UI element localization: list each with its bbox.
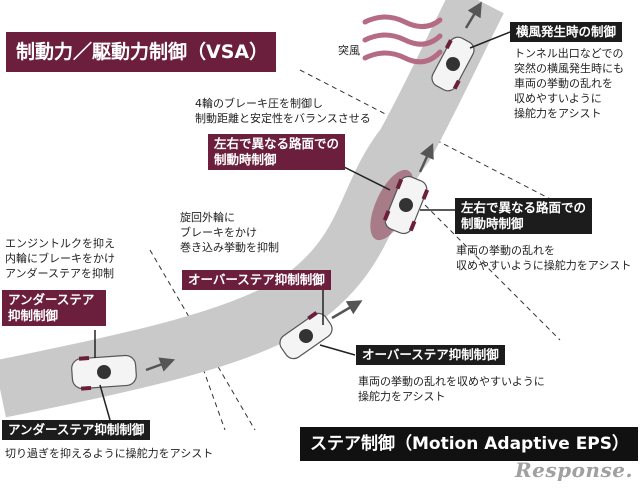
understeer-vsa-note: エンジントルクを抑え 内輪にブレーキをかけ アンダーステアを抑制 bbox=[5, 237, 115, 280]
wind-label: 突風 bbox=[338, 44, 360, 57]
braking-vsa-note: 4輪のブレーキ圧を制御し 制動距離と安定性をバランスさせる bbox=[195, 97, 371, 125]
leader-lines bbox=[94, 31, 511, 421]
wind-arrows bbox=[362, 14, 443, 65]
oversteer-vsa-note: 旋回外輪に ブレーキをかけ 巻き込み挙動を抑制 bbox=[180, 211, 279, 254]
vsa-title: 制動力／駆動力制御（VSA） bbox=[6, 32, 276, 72]
motion-arrows bbox=[145, 1, 482, 372]
oversteer-eps-note: 車両の挙動の乱れを収めやすいように 操舵力をアシスト bbox=[358, 375, 545, 403]
crosswind-box: 横風発生時の制御 bbox=[510, 22, 623, 42]
split-steer-box: 左右で異なる路面での 制動時制御 bbox=[455, 198, 593, 234]
car-understeer bbox=[71, 354, 137, 391]
understeer-eps-note: 切り過ぎを抑えるように操舵力をアシスト bbox=[5, 447, 214, 460]
understeer-vsa-box: アンダーステア 抑制制御 bbox=[2, 290, 106, 326]
brand-logo: Response. bbox=[515, 458, 633, 482]
oversteer-vsa-box: オーバーステア抑制制御 bbox=[182, 270, 331, 290]
split-braking-box: 左右で異なる路面での 制動時制御 bbox=[208, 134, 346, 170]
car-split-surface bbox=[382, 175, 430, 235]
split-steer-note: 車両の挙動の乱れを 収めやすいように操舵力をアシスト bbox=[456, 244, 632, 272]
car-oversteer bbox=[279, 311, 333, 360]
crosswind-note: トンネル出口などでの 突然の横風発生時にも 車両の挙動の乱れを 収めやすいように… bbox=[514, 47, 624, 120]
oversteer-eps-box: オーバーステア抑制制御 bbox=[356, 345, 505, 365]
understeer-eps-box: アンダーステア抑制制御 bbox=[2, 420, 151, 440]
car-crosswind bbox=[431, 36, 475, 92]
eps-title: ステア制御（Motion Adaptive EPS） bbox=[300, 427, 638, 461]
